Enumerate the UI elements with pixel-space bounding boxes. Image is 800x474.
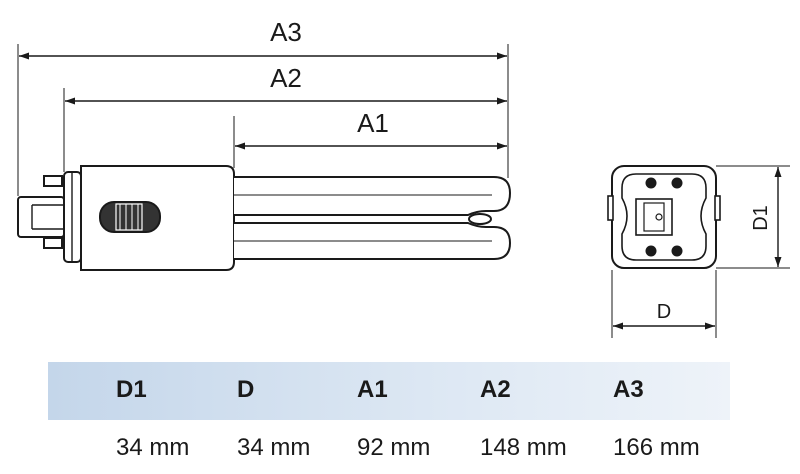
- lamp-end-view: [607, 165, 790, 338]
- table-header-d: D: [237, 376, 255, 403]
- d1-dimension-label: D1: [750, 205, 772, 231]
- lamp-end-pin: [671, 177, 683, 189]
- table-value-d: 34 mm: [237, 434, 311, 461]
- table-value-d1: 34 mm: [116, 434, 190, 461]
- lamp-tube-bridge: [468, 213, 492, 225]
- table-header-a1: A1: [357, 376, 388, 403]
- d-dimension-label: D: [657, 301, 671, 323]
- lamp-pin-bottom: [43, 237, 63, 249]
- lamp-pin-top: [43, 175, 63, 187]
- table-value-a3: 166 mm: [613, 434, 700, 461]
- a1-dimension-label: A1: [357, 108, 389, 138]
- lamp-side-view: [17, 44, 512, 271]
- lamp-base-marking: [99, 201, 161, 233]
- lamp-tube-upper: [234, 176, 512, 216]
- a3-dimension-label: A3: [270, 17, 302, 47]
- table-value-a1: 92 mm: [357, 434, 431, 461]
- lamp-cap-end: [17, 196, 65, 238]
- spec-table-header-band: [48, 362, 730, 420]
- table-header-a2: A2: [480, 376, 511, 403]
- table-header-d1: D1: [116, 376, 147, 403]
- lamp-end-pin: [671, 245, 683, 257]
- table-value-a2: 148 mm: [480, 434, 567, 461]
- table-header-a3: A3: [613, 376, 644, 403]
- lamp-end-pin: [645, 245, 657, 257]
- a2-dimension-label: A2: [270, 63, 302, 93]
- lamp-end-pin: [645, 177, 657, 189]
